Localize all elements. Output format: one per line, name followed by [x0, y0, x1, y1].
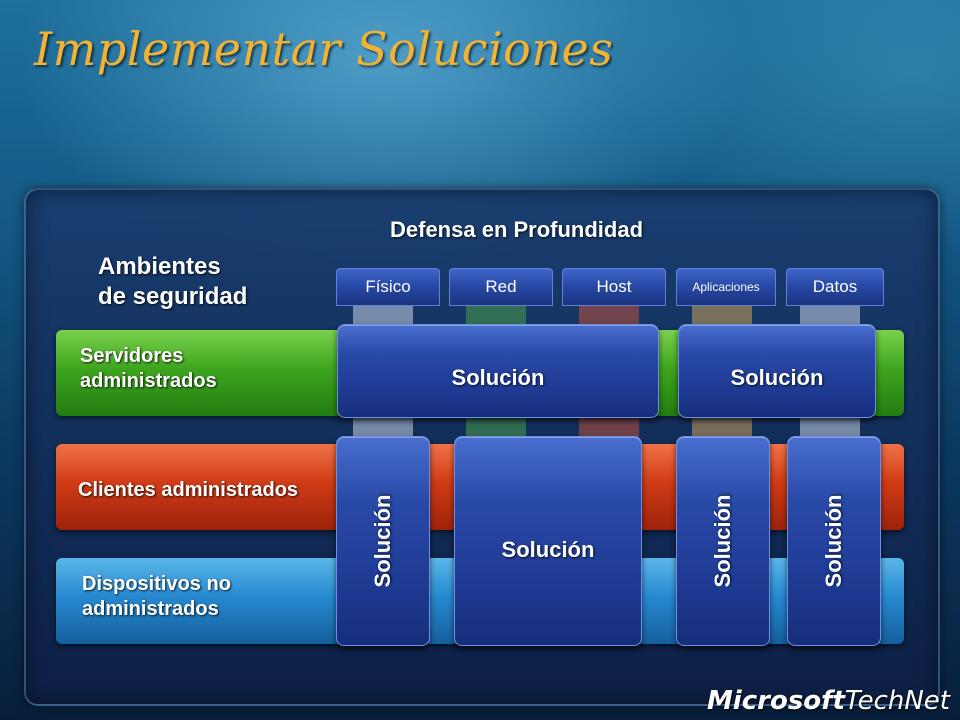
- environments-title-line2: de seguridad: [98, 283, 248, 310]
- solution-label: Solución: [730, 365, 824, 390]
- logo-technet-text: TechNet: [844, 686, 950, 716]
- environments-title: Ambientes de seguridad: [98, 252, 247, 312]
- solution-label: Solución: [451, 365, 545, 390]
- row-label-servidores-line1: Servidores: [80, 345, 184, 367]
- logo-microsoft-text: Microsoft: [706, 686, 845, 716]
- row-label-clientes: Clientes administrados: [78, 479, 299, 501]
- row-label-dispositivos-line2: administrados: [82, 598, 219, 620]
- solution-block-servers-fisico-host: Solución: [337, 324, 659, 418]
- solution-block-fisico-vertical: Solución: [336, 436, 430, 646]
- column-header-host: Host: [562, 268, 666, 306]
- environments-title-line1: Ambientes: [98, 253, 221, 280]
- solution-block-red-host: Solución: [454, 436, 642, 646]
- solution-label: Solución: [710, 494, 735, 588]
- solution-label: Solución: [370, 494, 395, 588]
- microsoft-technet-logo: MicrosoftTechNet: [707, 686, 950, 716]
- column-header-datos: Datos: [786, 268, 884, 306]
- row-label-servidores: Servidores administrados: [80, 344, 217, 394]
- solution-block-servers-aplicaciones-datos: Solución: [678, 324, 876, 418]
- solution-label: Solución: [501, 537, 595, 562]
- row-label-dispositivos: Dispositivos no administrados: [82, 572, 231, 622]
- column-header-aplicaciones: Aplicaciones: [676, 268, 776, 306]
- solution-block-datos-vertical: Solución: [787, 436, 881, 646]
- solution-block-aplicaciones-vertical: Solución: [676, 436, 770, 646]
- column-header-fisico: Físico: [336, 268, 440, 306]
- column-header-red: Red: [449, 268, 553, 306]
- solution-label: Solución: [821, 494, 846, 588]
- diagram-heading: Defensa en Profundidad: [390, 217, 644, 242]
- slide-title: Implementar Soluciones: [34, 22, 614, 76]
- row-label-dispositivos-line1: Dispositivos no: [82, 573, 231, 595]
- row-label-servidores-line2: administrados: [80, 370, 217, 392]
